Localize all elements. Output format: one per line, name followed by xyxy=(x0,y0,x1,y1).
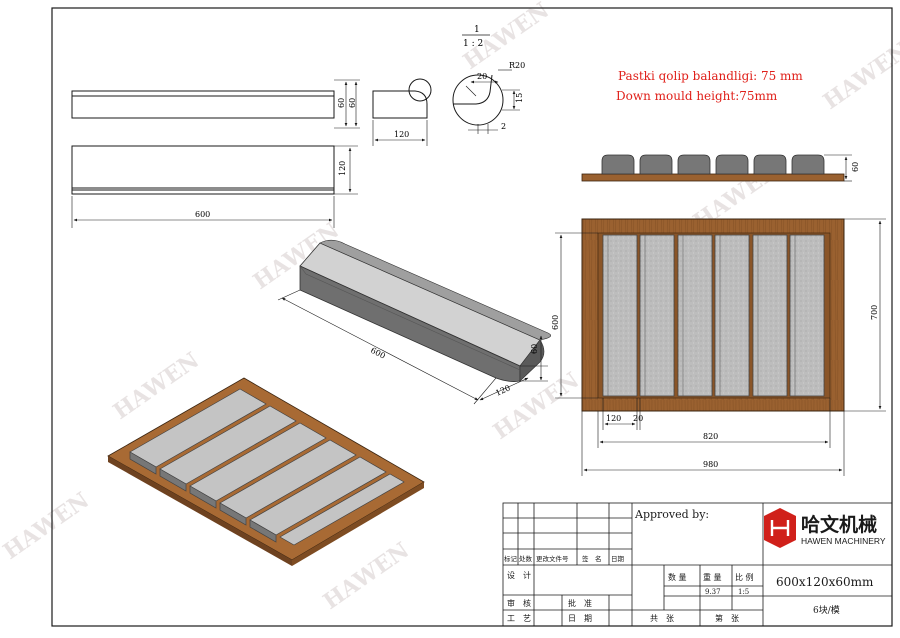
watermark-7: HAWEN xyxy=(0,487,94,565)
sheet-number: 第 张 xyxy=(715,613,739,623)
dim-plan-980: 980 xyxy=(703,460,718,469)
iso-tray-view xyxy=(107,377,425,566)
side-view xyxy=(71,79,360,129)
product-size: 600x120x60mm xyxy=(776,575,874,589)
approve-label: 批 准 xyxy=(568,598,592,608)
hawen-logo: 哈文机械 HAWEN MACHINERY xyxy=(764,508,886,548)
dim-detail-r20: R20 xyxy=(509,61,525,70)
total-sheets: 共 张 xyxy=(650,614,674,623)
rev-header-2: 更改文件号 xyxy=(536,554,569,563)
ratio-value: 1:5 xyxy=(738,588,749,596)
process-label: 工 艺 xyxy=(507,614,531,623)
dim-iso-600: 600 xyxy=(369,346,387,361)
note-uzbek: Pastki qolip balandligi: 75 mm xyxy=(618,69,803,83)
title-block xyxy=(502,502,893,627)
dim-top-120: 120 xyxy=(338,161,347,176)
dim-detail-2: 2 xyxy=(501,122,506,131)
weight-value: 9.37 xyxy=(705,588,721,596)
note-english: Down mould height:75mm xyxy=(616,89,778,103)
dim-side-60b: 60 xyxy=(348,98,357,108)
dim-tray-60: 60 xyxy=(851,162,860,172)
company-name-cn: 哈文机械 xyxy=(801,513,877,536)
approved-by-label: Approved by: xyxy=(634,508,709,521)
rev-header-4: 日期 xyxy=(611,555,625,563)
dim-plan-600: 600 xyxy=(551,315,560,330)
dim-plan-20: 20 xyxy=(633,414,643,423)
watermark-6: HAWEN xyxy=(319,537,414,615)
dim-detail-15: 15 xyxy=(515,93,524,103)
quantity-label: 数 量 xyxy=(668,572,687,582)
dim-iso-120: 120 xyxy=(494,383,512,397)
dim-iso-60: 60 xyxy=(530,344,539,354)
watermark-8: HAWEN xyxy=(819,37,900,115)
section-view xyxy=(372,78,432,146)
iso-curb-view xyxy=(277,239,551,405)
sheet-border xyxy=(51,7,893,627)
rev-header-3: 签 名 xyxy=(582,554,602,563)
review-label: 审 核 xyxy=(507,598,531,608)
date-label: 日 期 xyxy=(568,614,592,623)
tray-side-view xyxy=(581,154,852,182)
dim-side-60a: 60 xyxy=(337,98,346,108)
top-view xyxy=(71,145,358,228)
rev-header-0: 标记 xyxy=(504,554,518,563)
plan-view xyxy=(555,218,886,476)
rev-header-1: 处数 xyxy=(519,554,533,563)
dim-top-600: 600 xyxy=(195,210,210,219)
title-block-text: Approved by: 标记 处数 更改文件号 签 名 日期 设 计 审 核 … xyxy=(504,508,874,623)
detail-view xyxy=(452,69,520,134)
watermark-1: HAWEN xyxy=(459,0,554,75)
dim-plan-820: 820 xyxy=(703,432,718,441)
scale-top: 1 xyxy=(474,25,480,35)
dim-plan-120: 120 xyxy=(606,414,621,423)
company-name-en: HAWEN MACHINERY xyxy=(801,536,886,546)
dim-section-120: 120 xyxy=(394,130,409,139)
scale-bottom: 1 : 2 xyxy=(463,39,483,49)
design-label: 设 计 xyxy=(507,570,531,580)
ratio-label: 比 例 xyxy=(735,572,754,582)
per-mould: 6块/模 xyxy=(813,604,840,616)
dim-detail-20: 20 xyxy=(477,72,487,81)
weight-label: 重 量 xyxy=(703,572,722,582)
dim-plan-700: 700 xyxy=(870,305,879,320)
